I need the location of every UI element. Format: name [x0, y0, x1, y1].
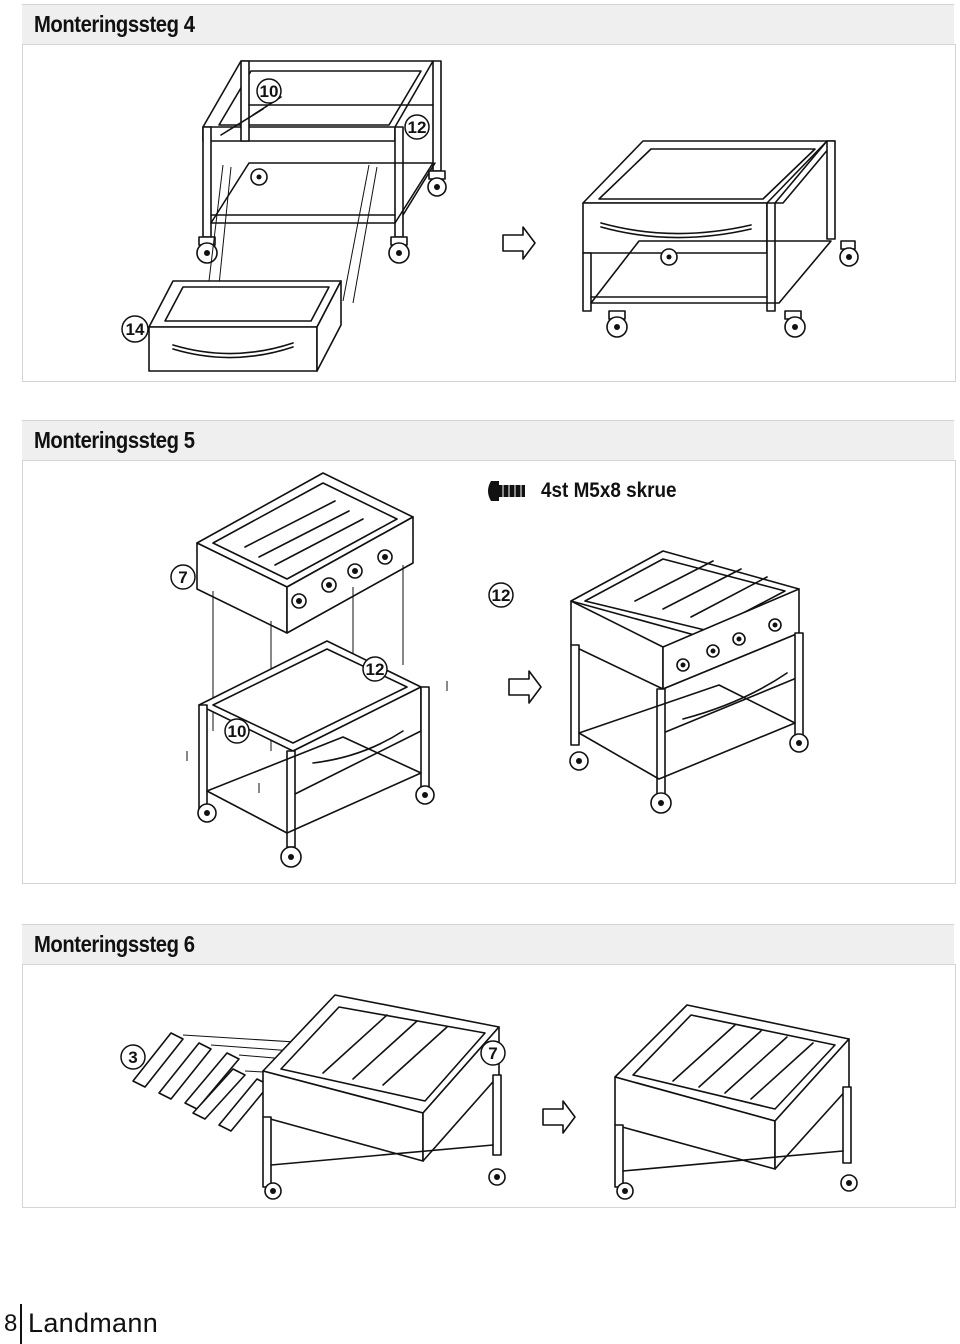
caster-icon	[427, 170, 447, 197]
flame-tamers	[132, 1032, 270, 1132]
knob-icon	[347, 563, 363, 579]
grill-head-exploded	[196, 472, 414, 634]
callout-7: 7	[480, 1040, 506, 1066]
caster-icon	[660, 248, 678, 266]
callout-14: 14	[121, 315, 149, 343]
brand-name: Landmann	[28, 1308, 159, 1338]
svg-text:3: 3	[128, 1048, 137, 1067]
step-6-illustration: 3 7	[22, 964, 956, 1208]
knob-icon	[291, 593, 307, 609]
caster-icon	[650, 792, 672, 814]
step-6-header: Monteringssteg 6	[22, 924, 954, 965]
caster-icon	[616, 1182, 634, 1200]
arrow-right-icon	[502, 226, 536, 260]
step-5-header: Monteringssteg 5	[22, 420, 954, 461]
callout-12-top: 12	[488, 582, 514, 608]
knob-icon	[321, 577, 337, 593]
knob-icon	[732, 632, 746, 646]
callout-12-frame: 12	[362, 656, 388, 682]
step-4-header: Monteringssteg 4	[22, 4, 954, 45]
page-footer: 8 Landmann	[0, 1300, 960, 1344]
svg-text:7: 7	[178, 568, 187, 587]
callout-7: 7	[170, 564, 196, 590]
caster-icon	[415, 785, 435, 805]
svg-text:12: 12	[408, 118, 427, 137]
knob-icon	[768, 618, 782, 632]
caster-icon	[569, 751, 589, 771]
page-number: 8	[4, 1310, 18, 1337]
step-5-illustration: 7 12 12	[22, 460, 956, 884]
caster-icon	[280, 846, 302, 868]
step-4-title: Monteringssteg 4	[34, 11, 195, 37]
screw-icon	[488, 481, 525, 501]
step-6-title: Monteringssteg 6	[34, 931, 195, 957]
callout-12: 12	[404, 114, 430, 140]
caster-icon	[388, 236, 410, 264]
caster-icon	[784, 310, 806, 338]
svg-text:12: 12	[492, 586, 511, 605]
caster-icon	[840, 1174, 858, 1192]
callout-10: 10	[224, 718, 250, 744]
knob-icon	[377, 549, 393, 565]
cart-base-left	[197, 640, 435, 868]
caster-icon	[250, 168, 268, 186]
cart-assembled-right	[582, 140, 859, 338]
svg-text:14: 14	[126, 320, 145, 339]
caster-icon	[789, 733, 809, 753]
svg-text:7: 7	[488, 1044, 497, 1063]
callout-10: 10	[256, 78, 282, 104]
svg-text:10: 10	[228, 722, 247, 741]
cart-frame-left	[196, 60, 447, 264]
knob-icon	[676, 658, 690, 672]
caster-icon	[606, 310, 628, 338]
caster-icon	[264, 1182, 282, 1200]
step-4-illustration: 10 12 14	[22, 44, 956, 382]
fastener-label: 4st M5x8 skrue	[541, 479, 677, 502]
caster-icon	[197, 803, 217, 823]
callout-3: 3	[120, 1044, 146, 1070]
caster-icon	[839, 240, 859, 267]
knob-icon	[706, 644, 720, 658]
footer-divider	[20, 1304, 22, 1344]
arrow-right-icon	[542, 1100, 576, 1134]
grill-complete-right	[614, 1004, 858, 1200]
svg-text:10: 10	[260, 82, 279, 101]
grill-open-left	[262, 994, 506, 1200]
caster-icon	[196, 236, 218, 264]
drawer	[148, 280, 342, 372]
arrow-right-icon	[508, 670, 542, 704]
grill-assembled-right	[569, 550, 809, 814]
step-5-title: Monteringssteg 5	[34, 427, 195, 453]
caster-icon	[488, 1168, 506, 1186]
svg-text:12: 12	[366, 660, 385, 679]
